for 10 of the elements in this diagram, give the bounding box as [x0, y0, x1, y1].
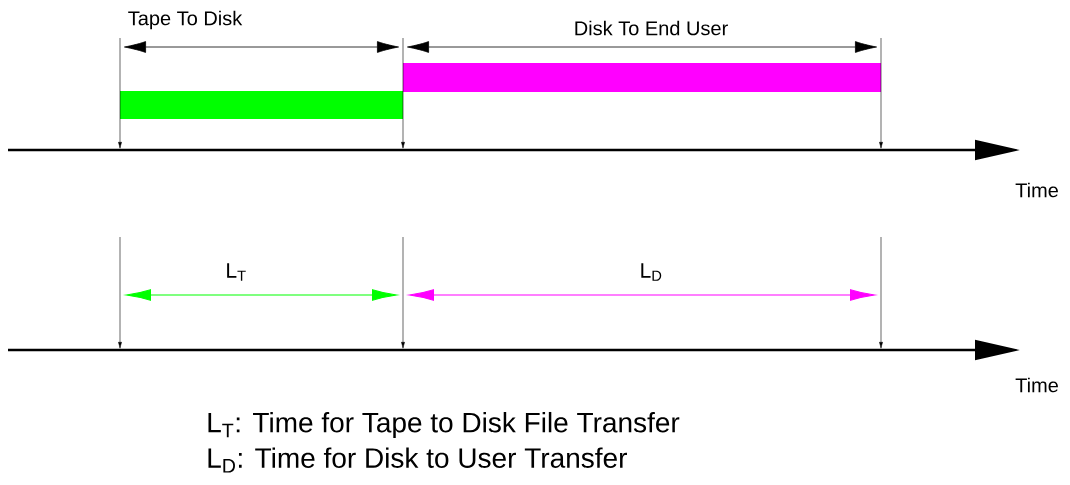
legend-text: L$_{T}$: Time for Tape to Disk File Transfer [208, 411, 680, 439]
time-label: Time [1015, 377, 1058, 393]
legend-text: L$_{D}$: Time for Disk to User Transfer [208, 447, 627, 473]
time-label: Time [1015, 182, 1058, 198]
timeline-bar [403, 63, 881, 92]
dimension-label: L$_{D}$ [641, 263, 662, 281]
timeline-bar [120, 91, 403, 119]
dimension-label: L$_{T}$ [227, 263, 246, 281]
dimension-label: Tape To Disk [128, 10, 243, 30]
dimension-label: Disk To End User [575, 20, 728, 36]
